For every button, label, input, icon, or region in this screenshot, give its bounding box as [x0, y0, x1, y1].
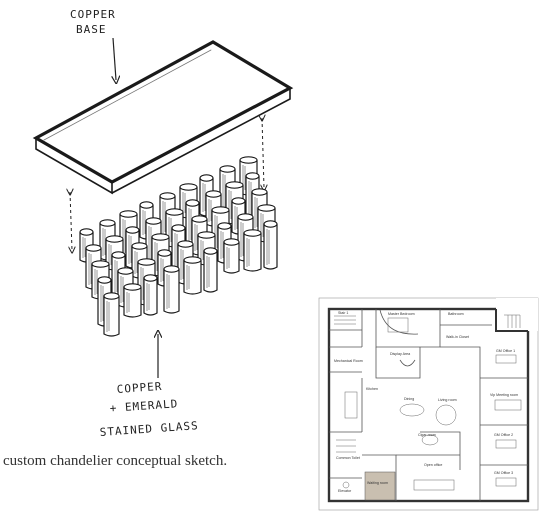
room-open-office: Open office: [424, 463, 442, 467]
room-kitchen: Kitchen: [366, 387, 378, 391]
label-emerald: + EMERALD: [109, 397, 178, 415]
glass-cylinder: [263, 220, 278, 270]
room-walk-in-closet: Walk-in Closet: [446, 335, 469, 339]
waiting-room-area: [364, 471, 396, 501]
room-display-area: Display Area: [390, 352, 410, 356]
caption: custom chandelier conceptual sketch.: [3, 453, 228, 469]
label-base: BASE: [76, 23, 107, 36]
room-master-bedroom: Master Bedroom: [388, 312, 415, 316]
room-vip-meeting: Vip Meeting room: [490, 393, 518, 397]
glass-cylinder-cluster: [79, 156, 278, 337]
glass-cylinder: [223, 238, 240, 274]
room-dining: Dining: [404, 397, 414, 401]
room-living: Living room: [438, 398, 457, 402]
glass-cylinder: [143, 274, 158, 316]
floor-plan: Stair 1 Master Bedroom Bathroom Display …: [318, 297, 539, 511]
arrow-right-height: [262, 118, 264, 188]
label-copper-2: COPPER: [116, 380, 163, 396]
glass-cylinder: [103, 292, 120, 337]
room-bathroom: Bathroom: [448, 312, 464, 316]
glass-cylinder: [243, 229, 262, 272]
glass-cylinder: [123, 283, 142, 318]
room-cigar: Cigar room: [418, 433, 436, 437]
label-stained-glass: STAINED GLASS: [99, 419, 199, 439]
copper-base-slab: [32, 40, 294, 195]
room-gm-office-3: GM Office 3: [494, 471, 513, 475]
glass-cylinder: [163, 265, 180, 314]
room-mechanical: Mechanical Room: [334, 359, 363, 363]
arrow-base: [113, 37, 116, 80]
glass-cylinder: [183, 256, 202, 295]
room-gm-office-1: GM Office 1: [496, 349, 515, 353]
label-copper: COPPER: [70, 8, 116, 21]
glass-cylinder: [203, 247, 218, 293]
room-common-toilet: Common Toilet: [336, 456, 360, 460]
room-elevator: Elevator: [338, 489, 352, 493]
room-gm-office-2: GM Office 2: [494, 433, 513, 437]
room-waiting: Waiting room: [367, 481, 388, 485]
arrow-left-height: [70, 192, 72, 250]
room-stair-1: Stair 1: [338, 311, 348, 315]
